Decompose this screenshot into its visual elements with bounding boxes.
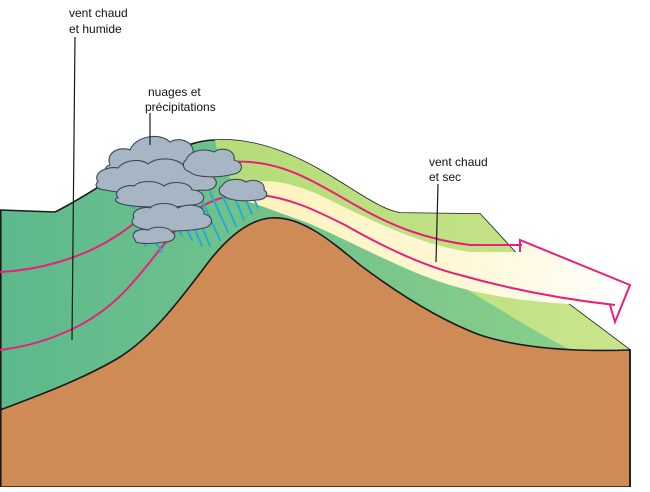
label-clouds: nuages et précipitations <box>145 85 216 114</box>
cloud-icon <box>95 135 268 245</box>
dry-wind-arrow <box>519 238 632 326</box>
label-humid-wind: vent chaud et humide <box>69 6 131 36</box>
warm-dry-air-band <box>230 180 630 322</box>
mountain <box>0 217 631 488</box>
leader-dry-wind <box>435 183 439 263</box>
label-dry-wind: vent chaud et sec <box>429 155 491 184</box>
leader-humid-wind <box>71 36 76 341</box>
